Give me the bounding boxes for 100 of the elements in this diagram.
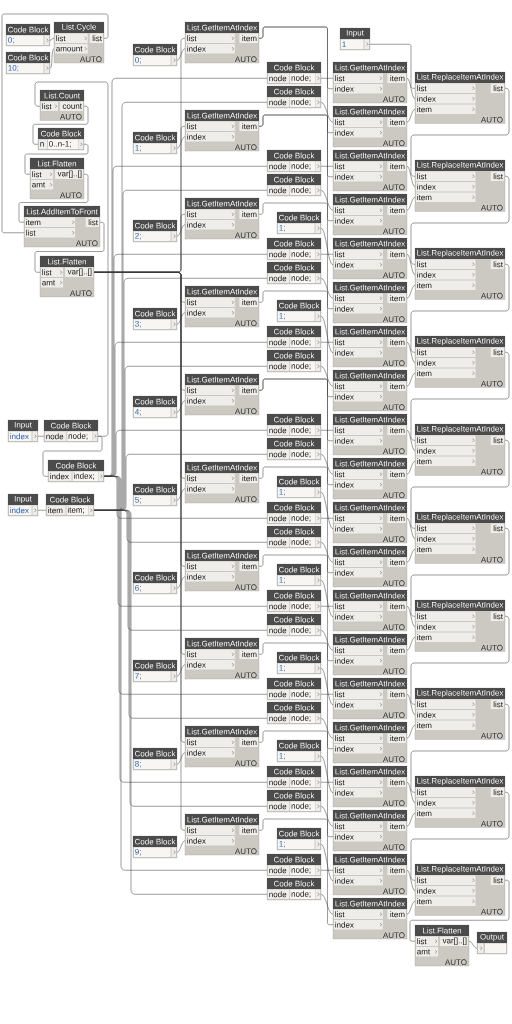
- wire: [320, 190, 334, 211]
- input-port: item: [416, 808, 476, 818]
- lacing-label: AUTO: [382, 800, 405, 806]
- lacing-label: AUTO: [234, 760, 257, 766]
- input-port: node: [268, 537, 290, 547]
- node-title: Code Block: [267, 150, 321, 161]
- input-port: index: [186, 132, 235, 142]
- lacing-label: AUTO: [480, 292, 503, 299]
- code-field: node;: [290, 73, 315, 83]
- input-port: list: [416, 523, 476, 533]
- input-port: list: [416, 611, 476, 621]
- node-title: Code Block: [267, 590, 321, 601]
- lacing-label: AUTO: [382, 932, 405, 938]
- wire: [320, 806, 334, 827]
- node-title: Code Block: [133, 660, 177, 671]
- node-title: List.GetItemAtIndex: [185, 726, 259, 737]
- input-port: index: [416, 182, 476, 192]
- input-port: node: [268, 449, 290, 459]
- lacing-label: AUTO: [480, 204, 503, 211]
- node-title: List.ReplaceItemAtIndex: [415, 424, 505, 435]
- lacing-label: AUTO: [59, 192, 82, 198]
- input-port: node: [268, 425, 290, 435]
- input-port: list: [186, 737, 235, 747]
- input-port: node: [268, 185, 290, 195]
- node-title: Code Block: [133, 484, 177, 495]
- lacing-label: AUTO: [480, 908, 503, 915]
- wire: [34, 81, 109, 437]
- input-port: list: [186, 209, 235, 219]
- node-title: Code Block: [277, 740, 321, 751]
- wire: [320, 894, 334, 915]
- wire: [258, 730, 334, 837]
- node-title: Code Block: [267, 878, 321, 889]
- lacing-label: AUTO: [382, 316, 405, 322]
- output-port: item: [387, 645, 406, 655]
- input-port: index: [334, 348, 383, 358]
- wire: [18, 174, 89, 223]
- node-title: Code Block: [267, 526, 321, 537]
- lacing-label: AUTO: [480, 644, 503, 651]
- input-port: index: [334, 172, 383, 182]
- input-port: list: [334, 117, 383, 127]
- node-title: List.ReplaceItemAtIndex: [415, 336, 505, 347]
- output-port: list: [490, 171, 504, 181]
- input-port: index: [334, 744, 383, 754]
- output-port: item: [387, 337, 406, 347]
- code-field: node;: [290, 777, 315, 787]
- code-field: node;: [67, 431, 92, 441]
- wire: [176, 48, 186, 61]
- wire: [176, 488, 186, 501]
- lacing-label: AUTO: [234, 848, 257, 854]
- code-field: node;: [290, 337, 315, 347]
- lacing-label: AUTO: [382, 888, 405, 894]
- wire: [49, 38, 55, 41]
- code-field: node;: [290, 97, 315, 107]
- node-title: Input: [8, 420, 38, 431]
- wire: [406, 870, 416, 891]
- node-title: Code Block: [267, 678, 321, 689]
- wire: [24, 144, 89, 175]
- input-port: index: [334, 436, 383, 446]
- lacing-label: AUTO: [480, 556, 503, 563]
- input-port: list: [416, 875, 476, 885]
- node-title: List.ReplaceItemAtIndex: [415, 248, 505, 259]
- wire: [258, 26, 334, 133]
- node-title: Code Block: [46, 494, 94, 505]
- code-field: node;: [290, 185, 315, 195]
- lacing-label: AUTO: [234, 232, 257, 238]
- node-title: List.GetItemAtIndex: [333, 722, 407, 733]
- node-title: Code Block: [133, 748, 177, 759]
- wire: [320, 606, 334, 607]
- node-title: Code Block: [6, 52, 50, 63]
- input-port: index: [186, 836, 235, 846]
- lacing-label: AUTO: [382, 492, 405, 498]
- wire: [1, 13, 109, 233]
- wire: [93, 510, 268, 895]
- node-title: List.GetItemAtIndex: [185, 462, 259, 473]
- input-port: list: [416, 787, 476, 797]
- wire: [406, 197, 416, 211]
- input-port: index: [416, 710, 476, 720]
- wire: [369, 44, 416, 89]
- node-title: Code Block: [48, 460, 104, 471]
- wire: [176, 224, 186, 237]
- code-field: 0;: [134, 55, 171, 65]
- wire: [320, 844, 334, 881]
- input-port: index: [334, 216, 383, 226]
- wire: [49, 48, 55, 69]
- input-port: index: [186, 748, 235, 758]
- wire: [320, 454, 334, 475]
- lacing-label: AUTO: [59, 113, 82, 120]
- node-title: Code Block: [133, 836, 177, 847]
- input-port: item: [416, 456, 476, 466]
- node-title: List.Flatten: [40, 256, 94, 267]
- code-field: node;: [290, 513, 315, 523]
- wire: [410, 88, 510, 177]
- node-title: List.GetItemAtIndex: [333, 898, 407, 909]
- node-title: List.GetItemAtIndex: [333, 238, 407, 249]
- node-title: Code Block: [267, 174, 321, 185]
- input-port: index: [49, 471, 72, 481]
- input-port: index: [334, 876, 383, 886]
- wire: [406, 285, 416, 299]
- wire: [320, 542, 334, 563]
- wire: [410, 616, 510, 705]
